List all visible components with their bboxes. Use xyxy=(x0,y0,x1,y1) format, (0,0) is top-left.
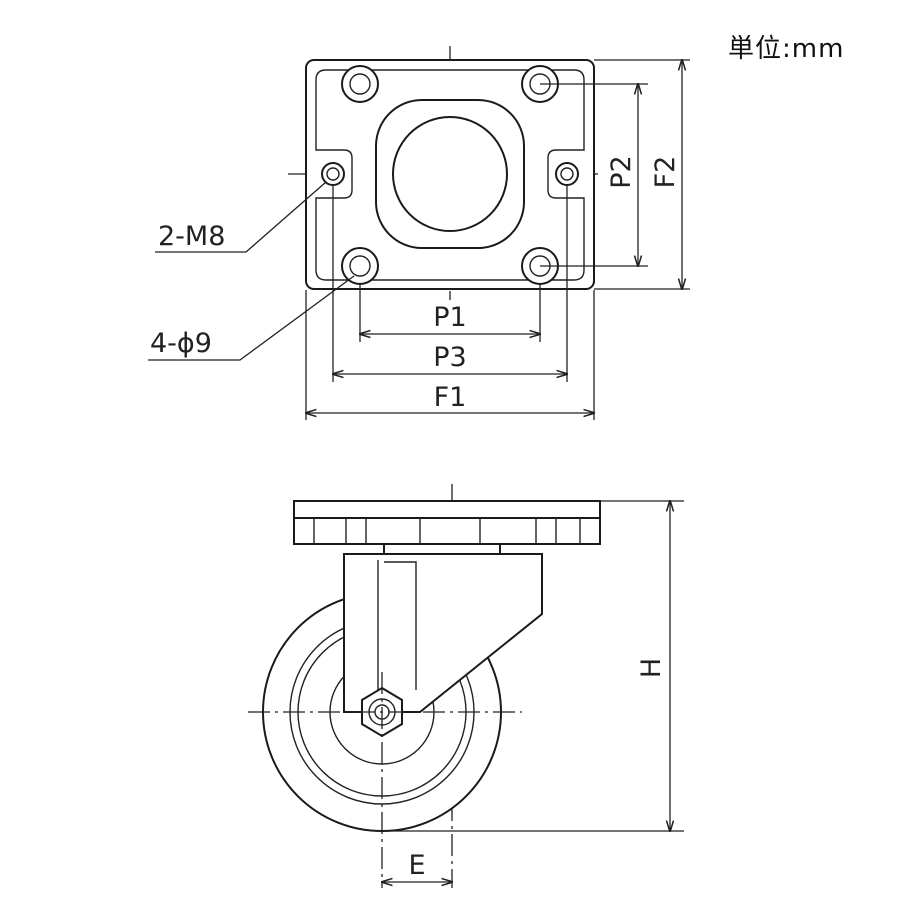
p2-label: P2 xyxy=(606,155,637,188)
bolt-hole-callout: 4-ϕ9 xyxy=(150,328,212,359)
threaded-hole xyxy=(555,162,579,186)
top-plate xyxy=(293,500,601,519)
swivel-bearing xyxy=(383,543,501,555)
h-label: H xyxy=(636,658,667,678)
base-plate-inner-rib xyxy=(315,69,585,281)
top-plate-rib-lines xyxy=(313,518,581,544)
f1-label: F1 xyxy=(434,382,467,413)
p3-label: P3 xyxy=(433,342,466,373)
f2-label: F2 xyxy=(650,156,681,189)
threaded-hole xyxy=(321,162,345,186)
bolt-hole-leader xyxy=(148,275,355,361)
e-label: E xyxy=(408,850,425,881)
unit-note: 単位:mm xyxy=(728,34,845,64)
threaded-hole-callout: 2-M8 xyxy=(158,221,225,252)
bolt-hole xyxy=(341,247,379,285)
top-plate-ribs xyxy=(293,517,601,545)
side-view: H E xyxy=(248,484,684,888)
king-pin-bore xyxy=(392,116,508,232)
threaded-hole-leader xyxy=(155,181,327,253)
p1-label: P1 xyxy=(433,302,466,333)
fork-inner-fold xyxy=(384,561,417,690)
top-view: P1 P3 F1 P2 F2 2-M8 4-ϕ9 xyxy=(148,46,690,420)
bolt-hole xyxy=(341,65,379,103)
fork-bracket xyxy=(343,553,543,713)
